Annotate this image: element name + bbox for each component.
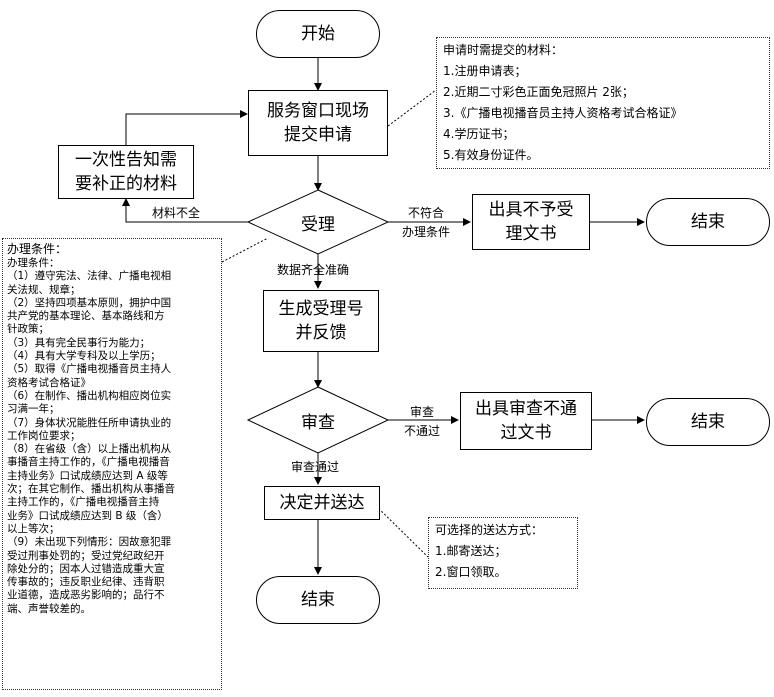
accept-decision: 受理 [248, 190, 388, 254]
condition-line: 以上等次； [7, 522, 60, 535]
materials-item: 2.近期二寸彩色正面免冠照片 2张； [443, 85, 634, 99]
start-terminal: 开始 [256, 10, 380, 58]
condition-line: 主持业务》口试成绩应达到 A 级等 [7, 469, 168, 482]
edge-label-review-fail-1: 审查 [410, 405, 435, 419]
reject-accept-line2: 理文书 [505, 224, 557, 244]
review-diamond [246, 386, 390, 454]
submit-label-line1: 服务窗口现场 [267, 101, 369, 121]
edge-accept-notify [122, 198, 250, 223]
materials-item: 1.注册申请表； [443, 64, 527, 78]
generate-line1: 生成受理号 [278, 299, 364, 319]
materials-item: 4.学历证书； [443, 127, 515, 141]
end-terminal-3: 结束 [256, 576, 380, 624]
start-label: 开始 [301, 24, 335, 44]
materials-item: 3.《广播电视播音员主持人资格考试合格证》 [443, 106, 683, 120]
decide-process-box: 决定并送达 [264, 486, 380, 520]
condition-line: 传事故的；违反职业纪律、违背职 [7, 576, 165, 589]
edge-notify-submit [125, 110, 248, 145]
accept-label: 受理 [301, 214, 335, 235]
condition-line: 关法规、规章； [7, 283, 81, 296]
edge-label-complete: 数据齐全准确 [277, 263, 350, 277]
condition-line: 习满一年； [7, 403, 60, 416]
review-decision: 审查 [248, 387, 388, 453]
notify-label-line1: 一次性告知需 [75, 150, 177, 170]
end-terminal-1: 结束 [646, 198, 770, 246]
end1-label: 结束 [691, 212, 725, 232]
materials-note: 申请时需提交的材料： 1.注册申请表； 2.近期二寸彩色正面免冠照片 2张； 3… [436, 37, 770, 169]
condition-line: （2）坚持四项基本原则，拥护中国 [7, 296, 172, 309]
notify-process-box: 一次性告知需 要补正的材料 [58, 145, 194, 199]
condition-line: （5）取得《广播电视播音员主持人 [7, 363, 172, 376]
edge-label-review-fail-2: 不通过 [404, 424, 441, 438]
condition-line: （7）身体状况能胜任所申请执业的 [7, 416, 172, 429]
conditions-title: 办理条件： [7, 242, 68, 256]
submit-label-line2: 提交申请 [284, 125, 352, 145]
delivery-note: 可选择的送达方式： 1.邮寄送达； 2.窗口领取。 [428, 517, 578, 589]
condition-line: 办理条件： [7, 257, 60, 269]
edge-label-review-pass: 审查通过 [291, 460, 340, 474]
edge-label-not-meet-1: 不符合 [408, 206, 445, 220]
materials-title: 申请时需提交的材料： [443, 43, 564, 57]
condition-line: （6）在制作、播出机构相应岗位实 [7, 389, 172, 402]
condition-line: 端、声誉较差的。 [7, 602, 91, 615]
condition-line: 针政策； [7, 323, 49, 336]
condition-line: （1）遵守宪法、法律、广播电视相 [7, 270, 172, 283]
reject-review-box: 出具审查不通 过文书 [460, 392, 592, 450]
delivery-item: 2.窗口领取。 [435, 565, 507, 579]
end-terminal-2: 结束 [646, 398, 770, 446]
condition-line: 业道德，造成恶劣影响的；品行不 [7, 589, 165, 602]
generate-line2: 并反馈 [295, 323, 347, 343]
delivery-title: 可选择的送达方式： [435, 523, 544, 537]
note-link-conditions [221, 237, 269, 263]
end2-label: 结束 [691, 412, 725, 432]
accept-diamond [246, 189, 390, 255]
conditions-note: 办理条件： 办理条件： （1）遵守宪法、法律、广播电视相 关法规、规章； （2）… [2, 238, 222, 690]
condition-line: （9）未出现下列情形：因故意犯罪 [7, 536, 172, 549]
reject-review-line2: 过文书 [500, 423, 552, 443]
condition-line: 除处分的；因本人过错造成重大宣 [7, 562, 165, 575]
delivery-item: 1.邮寄送达； [435, 544, 507, 558]
materials-item: 5.有效身份证件。 [443, 148, 539, 162]
condition-line: 共产党的基本理论、基本路线和方 [7, 310, 165, 323]
edge-label-not-meet-2: 办理条件 [402, 225, 451, 239]
condition-line: 次；在其它制作、播出机构从事播音 [7, 483, 175, 496]
reject-accept-box: 出具不予受 理文书 [472, 194, 590, 250]
review-label: 审查 [301, 412, 335, 433]
condition-line: （4）具有大学专科及以上学历； [7, 350, 161, 363]
decide-label: 决定并送达 [279, 493, 365, 513]
condition-line: （3）具有完全民事行为能力； [7, 336, 151, 349]
condition-line: 工作岗位要求； [7, 429, 81, 442]
reject-review-line1: 出具审查不通 [475, 399, 577, 419]
condition-line: 资格考试合格证》 [7, 376, 91, 389]
reject-accept-line1: 出具不予受 [488, 200, 574, 220]
submit-process-box: 服务窗口现场 提交申请 [248, 90, 388, 156]
condition-line: 业务》口试成绩应达到 B 级（含） [7, 509, 168, 522]
end3-label: 结束 [301, 590, 335, 610]
condition-line: 主持工作的，《广播电视播音主持 [7, 496, 160, 509]
edge-label-incomplete: 材料不全 [152, 206, 201, 220]
condition-line: 受过刑事处罚的；受过党纪政纪开 [7, 549, 165, 562]
generate-process-box: 生成受理号 并反馈 [263, 290, 379, 352]
condition-line: （8）在省级（含）以上播出机构从 [7, 443, 172, 456]
condition-line: 事播音主持工作的，《广播电视播音 [7, 456, 170, 469]
notify-label-line2: 要补正的材料 [75, 174, 177, 194]
note-link-materials [387, 89, 437, 127]
